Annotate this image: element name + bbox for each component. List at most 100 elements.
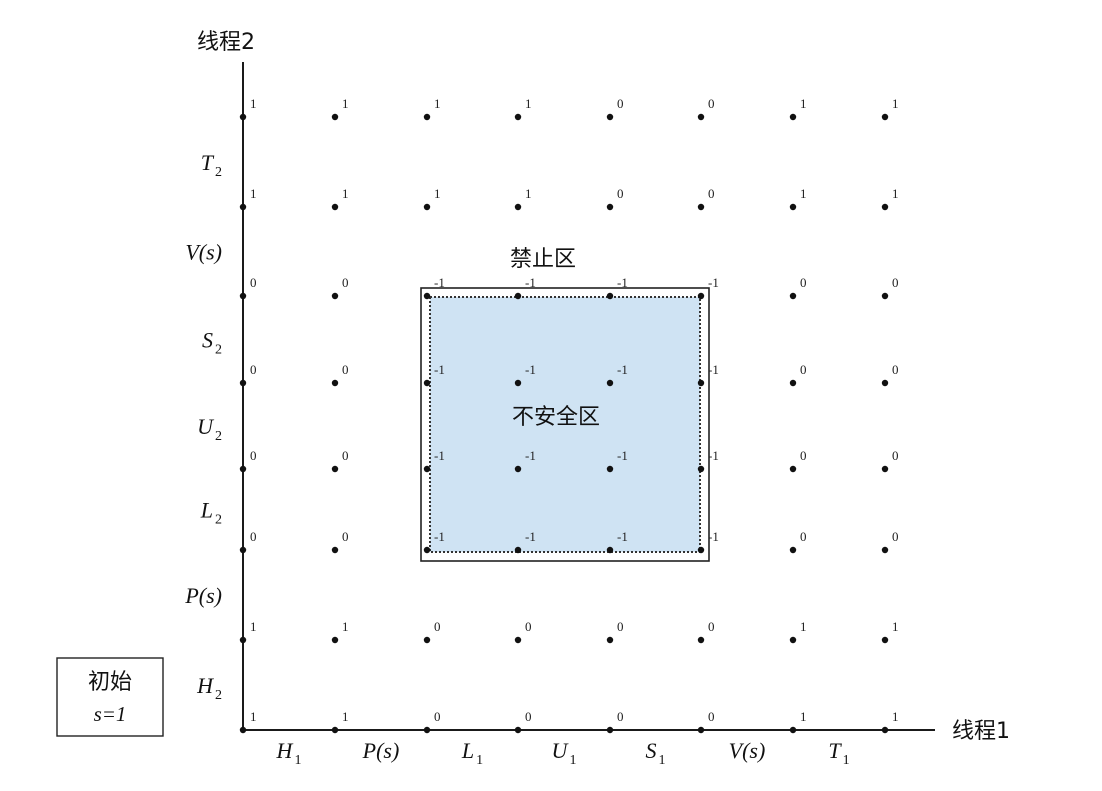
state-node-value: 0: [708, 619, 715, 634]
state-node-value: -1: [434, 529, 445, 544]
state-node-value: -1: [617, 362, 628, 377]
state-node: [514, 203, 522, 211]
state-node-value: 0: [250, 529, 257, 544]
state-node: [789, 292, 797, 300]
state-node-value: -1: [525, 448, 536, 463]
state-node-value: 1: [250, 709, 257, 724]
state-node-value: -1: [617, 275, 628, 290]
state-node-value: 0: [892, 529, 899, 544]
state-node-value: 1: [525, 96, 532, 111]
state-node: [423, 636, 431, 644]
state-node: [606, 203, 614, 211]
state-node-value: 1: [250, 96, 257, 111]
state-node-value: 0: [892, 275, 899, 290]
state-node-value: -1: [708, 529, 719, 544]
state-node-value: 0: [708, 186, 715, 201]
state-node-value: 1: [800, 709, 807, 724]
state-node: [881, 636, 889, 644]
state-node: [239, 203, 247, 211]
state-node: [881, 379, 889, 387]
state-node-value: 0: [800, 448, 807, 463]
state-node-value: 0: [800, 275, 807, 290]
state-node: [423, 203, 431, 211]
unsafe-region-box: [429, 296, 701, 553]
state-node-value: -1: [708, 275, 719, 290]
state-node: [789, 379, 797, 387]
state-node-value: 0: [250, 362, 257, 377]
state-node: [331, 379, 339, 387]
initial-state-title: 初始: [88, 670, 132, 695]
state-node: [514, 113, 522, 121]
x-segment-label: P(s): [362, 738, 400, 763]
state-node-value: -1: [708, 448, 719, 463]
state-node-value: 1: [800, 186, 807, 201]
state-node: [697, 292, 705, 300]
y-segment-label: P(s): [184, 583, 222, 608]
state-node: [789, 546, 797, 554]
state-node: [881, 113, 889, 121]
state-node: [789, 203, 797, 211]
state-node: [331, 465, 339, 473]
state-node-value: 0: [800, 362, 807, 377]
state-node: [331, 292, 339, 300]
state-node: [606, 113, 614, 121]
state-node: [606, 726, 614, 734]
state-node: [331, 203, 339, 211]
state-node: [697, 465, 705, 473]
state-node-value: -1: [434, 448, 445, 463]
state-node: [881, 726, 889, 734]
state-node: [697, 546, 705, 554]
state-node: [789, 113, 797, 121]
state-node: [331, 546, 339, 554]
state-node-value: 1: [800, 96, 807, 111]
state-node: [423, 465, 431, 473]
state-node-value: -1: [434, 362, 445, 377]
state-node-value: 0: [617, 96, 624, 111]
state-node-value: 0: [525, 619, 532, 634]
state-node: [697, 113, 705, 121]
initial-state-box: [56, 657, 164, 737]
x-segment-label: V(s): [729, 738, 766, 763]
state-node-value: 1: [342, 186, 349, 201]
state-node: [239, 636, 247, 644]
unsafe-region-label: 不安全区: [512, 405, 600, 430]
state-node-value: 0: [342, 362, 349, 377]
state-node: [331, 726, 339, 734]
y-axis-title: 线程2: [197, 30, 255, 55]
state-node: [423, 726, 431, 734]
state-node-value: -1: [617, 529, 628, 544]
state-node-value: 0: [708, 96, 715, 111]
state-node-value: 0: [800, 529, 807, 544]
state-node-value: -1: [708, 362, 719, 377]
state-node-value: -1: [525, 275, 536, 290]
state-node-value: 0: [342, 448, 349, 463]
state-node-value: 0: [525, 709, 532, 724]
state-node-value: 0: [342, 275, 349, 290]
state-node: [514, 726, 522, 734]
state-node-value: 1: [342, 709, 349, 724]
state-node: [331, 636, 339, 644]
state-node: [423, 546, 431, 554]
state-node-value: 1: [525, 186, 532, 201]
state-node: [514, 546, 522, 554]
state-node: [789, 465, 797, 473]
state-node: [789, 636, 797, 644]
state-node-value: 1: [892, 96, 899, 111]
state-node: [697, 379, 705, 387]
state-node-value: 1: [892, 709, 899, 724]
state-node-value: 1: [342, 96, 349, 111]
state-node: [239, 465, 247, 473]
state-node: [697, 726, 705, 734]
state-node: [697, 636, 705, 644]
state-node-value: 1: [434, 96, 441, 111]
state-node: [423, 292, 431, 300]
state-node-value: 0: [250, 448, 257, 463]
state-node: [239, 726, 247, 734]
